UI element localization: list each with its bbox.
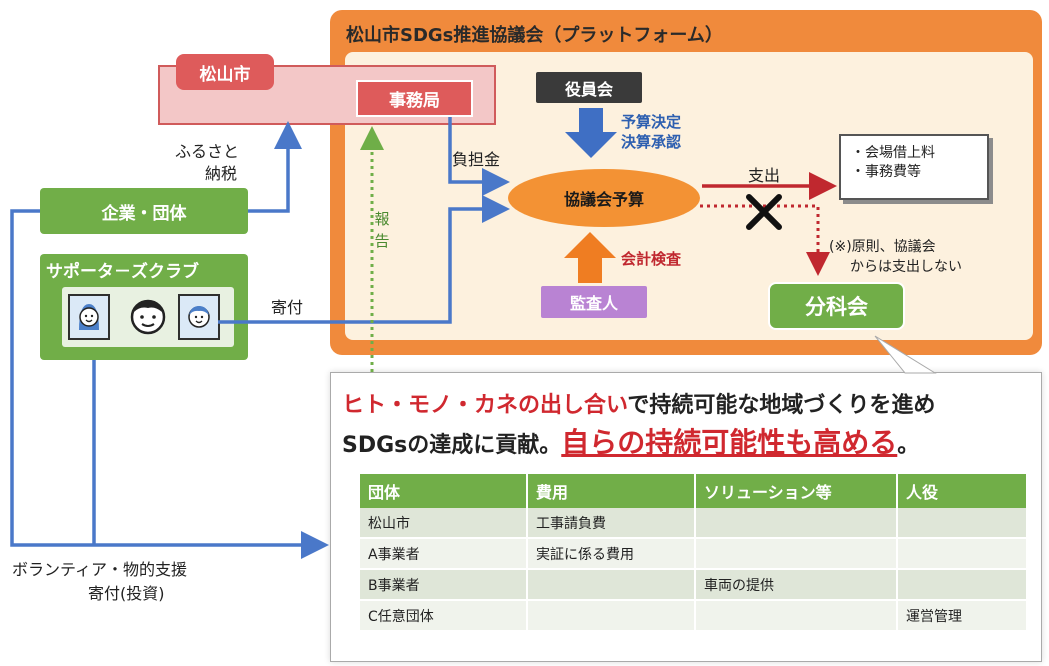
board-box: 役員会 (536, 72, 642, 103)
subcommittee-box: 分科会 (768, 282, 905, 330)
header-org: 団体 (360, 474, 528, 508)
donation-label: 寄付 (271, 298, 304, 317)
table-row: B事業者 車両の提供 (360, 569, 1028, 601)
child-icon (128, 296, 168, 340)
council-budget-ellipse: 協議会予算 (508, 169, 700, 227)
expense-item-office: ・事務費等 (851, 164, 921, 180)
headline-red: ヒト・モノ・カネの出し合い (342, 393, 628, 418)
header-cost: 費用 (527, 474, 696, 508)
table-row: 松山市 工事請負費 (360, 508, 1028, 539)
headline-rest: で持続可能な地域づくりを進め (627, 393, 936, 418)
header-solution: ソリューション等 (695, 474, 898, 508)
platform-title: 松山市SDGs推進協議会（プラットフォーム） (346, 25, 723, 46)
furusato-label-1: ふるさと (175, 142, 240, 161)
volunteer-label-2: 寄付(投資) (88, 584, 165, 603)
table-cell (695, 508, 898, 539)
report-label: 報告 (374, 210, 390, 250)
table-cell: 実証に係る費用 (527, 538, 696, 570)
expenditure-label: 支出 (748, 166, 781, 185)
contribution-table: 団体 費用 ソリューション等 人役 松山市 工事請負費 A事業者 実証に係る費用… (360, 474, 1028, 632)
table-cell: 運営管理 (897, 600, 1028, 632)
furusato-label-2: 納税 (205, 164, 238, 183)
headline-emphasis: 自らの持続可能性も高める (561, 426, 898, 459)
table-cell: A事業者 (360, 538, 528, 570)
headline-line-2: SDGsの達成に貢献。自らの持続可能性も高める。 (342, 421, 919, 461)
table-cell (527, 569, 696, 601)
futan-label: 負担金 (452, 150, 501, 169)
volunteer-label-1: ボランティア・物的支援 (12, 560, 188, 579)
headline-line-1: ヒト・モノ・カネの出し合いで持続可能な地域づくりを進め (342, 387, 935, 419)
table-row: A事業者 実証に係る費用 (360, 538, 1028, 570)
companies-box: 企業・団体 (40, 188, 248, 234)
furusato-arrow (248, 121, 302, 213)
auditor-box: 監査人 (541, 286, 647, 318)
no-expense-note-2: からは支出しない (850, 259, 962, 275)
headline-end: 。 (897, 433, 920, 458)
table-cell (897, 508, 1028, 539)
table-header-row: 団体 費用 ソリューション等 人役 (360, 474, 1028, 508)
expense-box: ・会場借上料 ・事務費等 (839, 134, 989, 200)
table-cell: 車両の提供 (695, 569, 898, 601)
table-cell (695, 600, 898, 632)
table-row: C任意団体 運営管理 (360, 600, 1028, 632)
budget-decision-label-2: 決算承認 (621, 133, 682, 151)
header-manpower: 人役 (897, 474, 1028, 508)
table-cell (695, 538, 898, 570)
no-expense-note-1: (※)原則、協議会 (829, 239, 936, 255)
headline-sdgs: SDGsの達成に貢献。 (342, 433, 562, 458)
people-group (62, 287, 234, 347)
budget-decision-label-1: 予算決定 (621, 113, 682, 131)
audit-label: 会計検査 (621, 250, 682, 268)
woman-icon (68, 294, 110, 340)
table-cell: C任意団体 (360, 600, 528, 632)
expense-item-venue: ・会場借上料 (851, 145, 935, 161)
table-cell (897, 538, 1028, 570)
man-icon (178, 294, 220, 340)
table-cell: 工事請負費 (527, 508, 696, 539)
table-cell (897, 569, 1028, 601)
table-cell: B事業者 (360, 569, 528, 601)
table-cell: 松山市 (360, 508, 528, 539)
city-label: 松山市 (176, 54, 274, 90)
supporters-club-title: サポータ－ズクラブ (46, 262, 199, 282)
secretariat-box: 事務局 (356, 80, 473, 117)
table-cell (527, 600, 696, 632)
